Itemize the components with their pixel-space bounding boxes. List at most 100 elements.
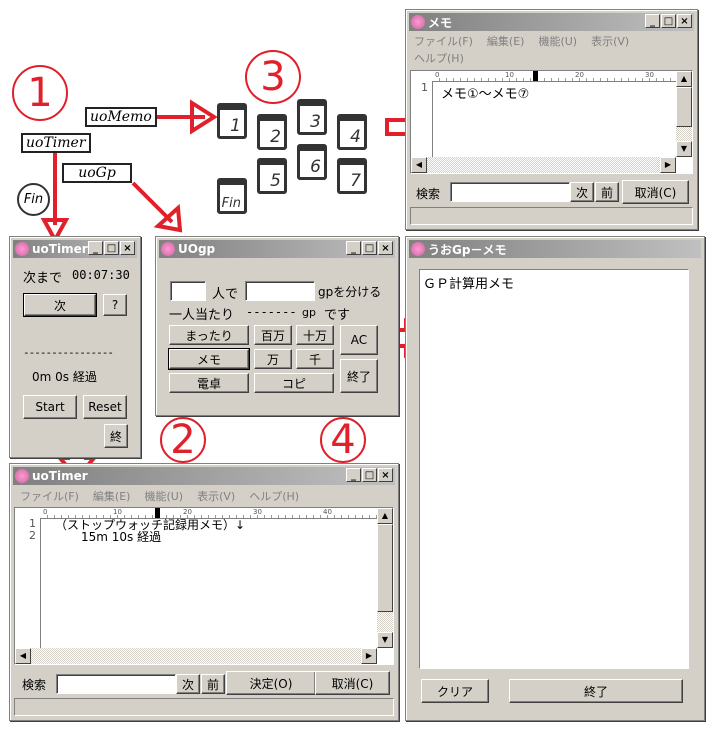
scroll-right-button[interactable]: ▶ [660,157,676,173]
step-2-marker: 2 [160,417,206,463]
title-bar[interactable]: uoTimer _□× [13,467,395,485]
search-prev-button[interactable]: 前 [595,182,619,202]
scroll-left-button[interactable]: ◀ [15,648,31,664]
menu-edit[interactable]: 編集(E) [486,35,525,48]
search-prev-button[interactable]: 前 [201,674,225,694]
memo-button[interactable]: メモ [168,348,250,370]
close-button[interactable]: × [378,468,393,482]
ten-thousand-button[interactable]: 万 [254,349,292,369]
menu-view[interactable]: 表示(V) [591,35,630,48]
vertical-scrollbar[interactable]: ▲▼ [377,508,393,648]
window-title: uoTimer [32,242,88,256]
next-button[interactable]: 次 [23,293,97,317]
menu-edit[interactable]: 編集(E) [92,490,131,503]
close-button[interactable]: × [120,241,135,255]
menu-file[interactable]: ファイル(F) [414,35,473,48]
copy-button[interactable]: コピ [254,373,334,393]
maximize-button[interactable]: □ [362,241,377,255]
people-input[interactable] [170,281,206,301]
scroll-up-button[interactable]: ▲ [377,508,393,524]
minimize-button[interactable]: _ [346,241,361,255]
memo-2-icon[interactable]: 2 [257,114,287,150]
gp-memo-window: うおGp－メモ ＧＰ計算用メモ クリア 終了 [405,236,705,721]
search-input[interactable] [56,674,176,694]
step-4-marker: 4 [320,417,366,463]
start-button[interactable]: Start [23,395,77,419]
step-1-marker: 1 [12,65,68,121]
menu-view[interactable]: 表示(V) [197,490,236,503]
thousand-button[interactable]: 千 [296,349,334,369]
menu-help[interactable]: ヘルプ(H) [249,490,300,503]
search-input[interactable] [450,182,570,202]
people-label: 人で [212,287,239,302]
scroll-down-button[interactable]: ▼ [377,632,393,648]
scroll-left-button[interactable]: ◀ [411,157,427,173]
reset-button[interactable]: Reset [83,395,127,419]
title-bar[interactable]: UOgp _□× [159,240,395,258]
minimize-button[interactable]: _ [346,468,361,482]
memo-1-icon[interactable]: 1 [217,103,247,139]
memo-fin-icon[interactable]: Fin [217,178,247,214]
fin-icon[interactable]: Fin [17,183,50,216]
scroll-down-button[interactable]: ▼ [676,141,692,157]
unit-label: gp [302,306,316,319]
maximize-button[interactable]: □ [661,14,676,28]
maximize-button[interactable]: □ [104,241,119,255]
end-button[interactable]: 終了 [509,679,683,703]
horizontal-scrollbar[interactable]: ◀▶ [15,648,377,664]
memo-line-1: （ストップウォッチ記録用メモ）↓ [55,518,246,532]
separator-dashes: ---------------- [23,346,114,359]
cancel-button[interactable]: 取消(C) [315,671,390,695]
title-bar[interactable]: uoTimer _□× [13,240,137,258]
vertical-scrollbar[interactable]: ▲▼ [676,71,692,157]
title-bar[interactable]: うおGp－メモ [409,240,701,258]
minimize-button[interactable]: _ [645,14,660,28]
minimize-button[interactable]: _ [88,241,103,255]
close-button[interactable]: × [677,14,692,28]
menu-function[interactable]: 機能(U) [144,490,184,503]
help-button[interactable]: ? [103,294,127,316]
search-next-button[interactable]: 次 [570,182,594,202]
gp-input[interactable] [245,281,315,301]
scroll-thumb[interactable] [676,87,692,127]
memo-5-icon[interactable]: 5 [257,158,287,194]
ruler-tick: 10 [505,71,514,79]
app-icon [161,242,175,256]
menu-help[interactable]: ヘルプ(H) [414,52,464,65]
scroll-up-button[interactable]: ▲ [676,71,692,87]
end-button[interactable]: 終 [104,424,128,448]
scroll-right-button[interactable]: ▶ [361,648,377,664]
memo-6-icon[interactable]: 6 [297,144,327,180]
memo-4-icon[interactable]: 4 [337,114,367,150]
end-button[interactable]: 終了 [340,359,378,393]
ac-button[interactable]: AC [340,325,378,355]
title-bar[interactable]: メモ _□× [409,13,694,31]
scroll-thumb[interactable] [377,524,393,612]
cancel-button[interactable]: 取消(C) [622,180,689,204]
menu-function[interactable]: 機能(U) [538,35,578,48]
search-next-button[interactable]: 次 [176,674,200,694]
ok-button[interactable]: 決定(O) [226,671,316,695]
app-icon [411,242,425,256]
mattari-button[interactable]: まったり [169,325,249,345]
menu-file[interactable]: ファイル(F) [20,490,79,503]
gp-memo-textarea[interactable]: ＧＰ計算用メモ [419,269,689,669]
clear-button[interactable]: クリア [421,679,489,703]
calculator-button[interactable]: 電卓 [169,373,249,393]
memo-7-icon[interactable]: 7 [337,158,367,194]
close-button[interactable]: × [378,241,393,255]
hundred-thousand-button[interactable]: 十万 [296,325,334,345]
memo-line-2: 15m 10s 経過 [81,530,162,544]
memo-3-icon[interactable]: 3 [297,99,327,135]
horizontal-scrollbar[interactable]: ◀▶ [411,157,676,173]
ruler-tick: 0 [435,71,440,79]
maximize-button[interactable]: □ [362,468,377,482]
desu-label: です [324,308,351,323]
step-number: 1 [27,70,53,116]
ruler-tick: 10 [113,508,122,516]
million-button[interactable]: 百万 [254,325,292,345]
